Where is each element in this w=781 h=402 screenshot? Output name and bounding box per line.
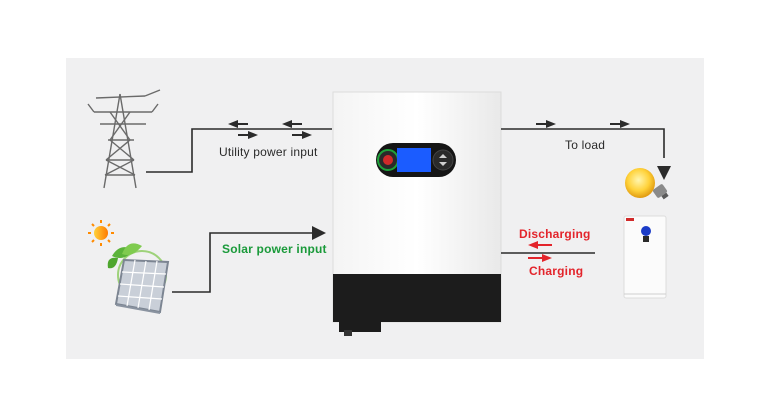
load-flow-arrows (536, 120, 630, 128)
utility-power-input-label: Utility power input (219, 145, 318, 159)
to-load-label: To load (565, 138, 606, 152)
solar-arrowhead (312, 226, 326, 240)
solar-line (172, 232, 314, 293)
discharging-label: Discharging (519, 227, 591, 241)
load-arrowhead (657, 166, 671, 180)
charging-label: Charging (529, 264, 584, 278)
power-pylon-icon (87, 89, 161, 189)
sun-icon (88, 220, 114, 246)
light-bulb-icon (625, 168, 669, 200)
solar-panel-icon (114, 258, 170, 314)
hybrid-inverter-icon (332, 91, 502, 336)
utility-line (146, 128, 332, 173)
utility-flow-arrows (228, 120, 312, 139)
solar-power-input-label: Solar power input (222, 242, 327, 256)
battery-flow-arrows (528, 241, 552, 262)
load-line (501, 128, 665, 158)
battery-cabinet-icon (623, 215, 667, 299)
